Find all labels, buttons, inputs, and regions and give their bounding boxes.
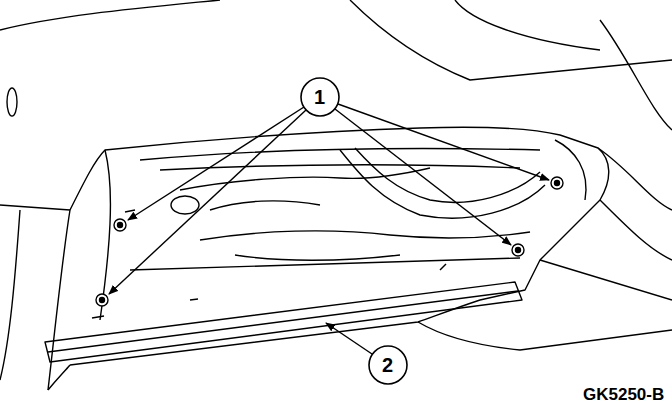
callout-number: 1 <box>314 87 325 107</box>
callout-number: 2 <box>382 355 393 375</box>
figure-code: GK5250-B <box>583 386 664 403</box>
